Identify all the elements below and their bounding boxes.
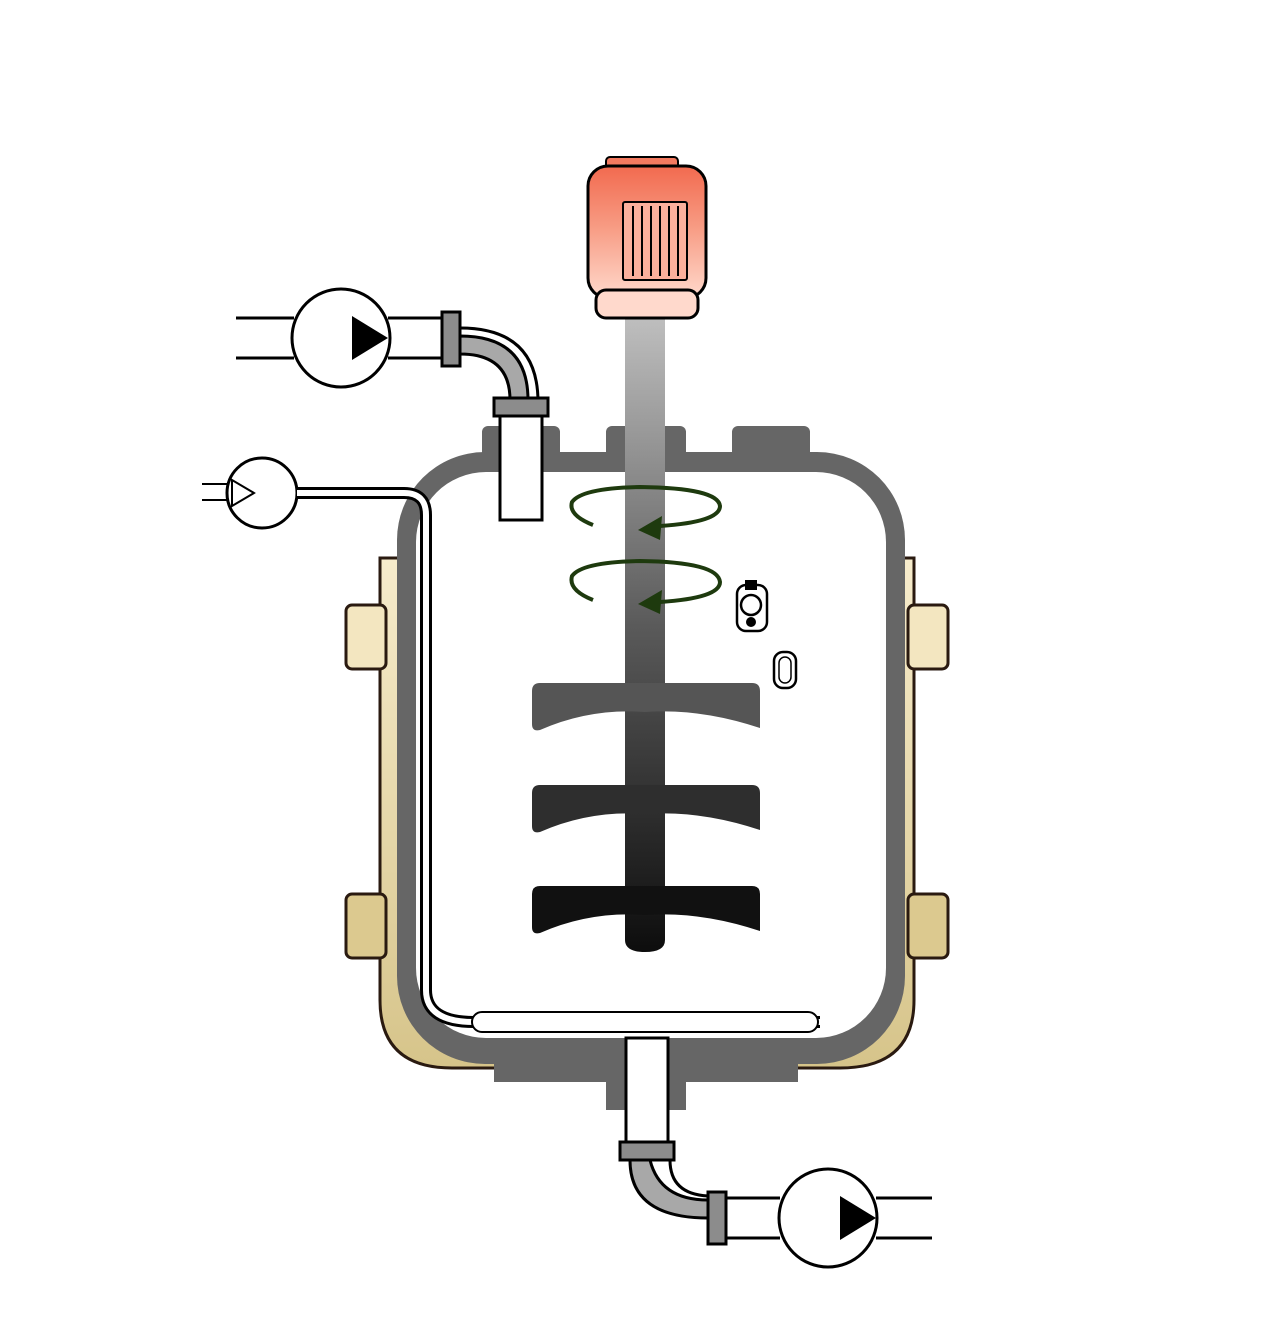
agitator-motor <box>586 156 708 320</box>
feed-elbow <box>440 310 550 418</box>
rotation-arrow-lower <box>569 558 723 614</box>
gas-pump-arrow-icon <box>231 478 256 508</box>
outlet-pump <box>777 1167 932 1269</box>
impeller-blade-middle <box>532 785 760 833</box>
sensor-probe-1 <box>735 580 769 633</box>
impeller-blade-bottom <box>532 886 760 934</box>
impeller-stack <box>532 683 760 934</box>
rotation-arrowhead-lower-icon <box>638 590 662 614</box>
rotation-arrow-upper <box>569 484 723 540</box>
agitator-shaft <box>625 300 665 952</box>
gas-pump <box>202 456 299 530</box>
outlet-pump-arrow-icon <box>840 1196 876 1240</box>
sensor-probe-2 <box>772 650 798 690</box>
feed-pump-arrow-icon <box>352 316 388 360</box>
jacket-nozzle-upper-left <box>344 603 388 671</box>
jacket-nozzle-lower-right <box>906 892 950 960</box>
rotation-arrowhead-upper-icon <box>638 516 662 540</box>
motor-fins <box>622 201 688 281</box>
sparger-tube <box>471 1011 819 1033</box>
feed-dip-tube <box>498 410 544 522</box>
jacket-nozzle-lower-left <box>344 892 388 960</box>
outlet-pipe <box>618 1036 780 1246</box>
jacket-nozzle-upper-right <box>906 603 950 671</box>
feed-pump <box>236 287 442 389</box>
impeller-blade-top <box>532 683 760 731</box>
